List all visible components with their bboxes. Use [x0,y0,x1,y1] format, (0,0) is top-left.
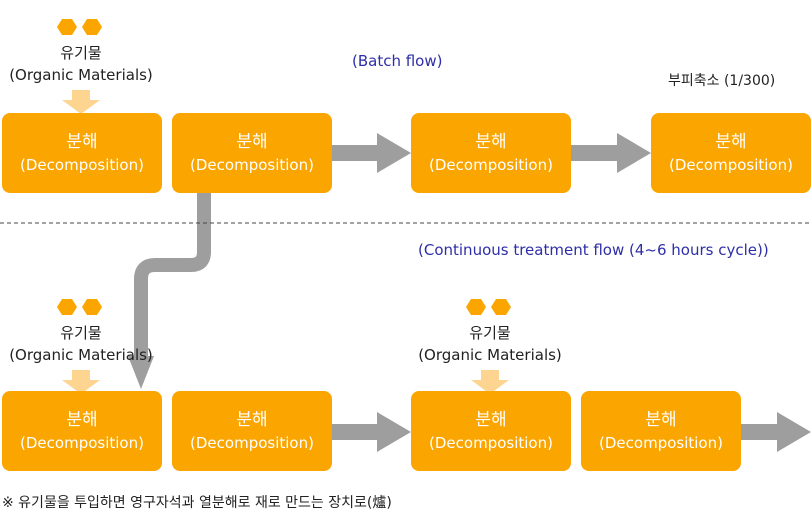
hexagon-pair-bottom-middle [466,299,511,315]
box-subtitle: (Decomposition) [429,156,553,174]
organic-material-label: 유기물 (Organic Materials) [410,322,570,366]
box-subtitle: (Decomposition) [429,434,553,452]
decomposition-box: 분해 (Decomposition) [172,113,332,193]
hexagon-icon [466,299,486,315]
box-title: 분해 [66,410,98,430]
input-arrow-icon [62,90,100,114]
box-title: 분해 [715,132,747,152]
box-subtitle: (Decomposition) [669,156,793,174]
material-title: 유기물 [60,44,102,62]
flow-arrow-right-icon [571,133,651,173]
box-title: 분해 [66,132,98,152]
decomposition-box: 분해 (Decomposition) [2,113,162,193]
material-title: 유기물 [60,324,102,342]
decomposition-box: 분해 (Decomposition) [411,113,571,193]
organic-material-label: 유기물 (Organic Materials) [1,322,161,366]
box-title: 분해 [475,132,507,152]
box-subtitle: (Decomposition) [190,156,314,174]
material-subtitle: (Organic Materials) [418,346,562,364]
decomposition-box: 분해 (Decomposition) [581,391,741,471]
decomposition-box: 분해 (Decomposition) [172,391,332,471]
decomposition-box: 분해 (Decomposition) [651,113,811,193]
hexagon-icon [491,299,511,315]
hexagon-pair-top-left [57,19,102,35]
box-title: 분해 [645,410,677,430]
decomposition-box: 분해 (Decomposition) [411,391,571,471]
continuous-flow-label: (Continuous treatment flow (4~6 hours cy… [418,241,769,259]
flow-arrow-right-icon [741,412,811,452]
hexagon-icon [57,19,77,35]
box-subtitle: (Decomposition) [20,434,144,452]
input-arrow-icon [471,370,509,394]
connector-arrowhead-icon [128,356,154,389]
material-subtitle: (Organic Materials) [9,346,153,364]
footnote: ※ 유기물을 투입하면 영구자석과 열분해로 재로 만드는 장치로(爐) [2,495,392,511]
box-title: 분해 [475,410,507,430]
batch-flow-label: (Batch flow) [352,52,443,70]
organic-material-label: 유기물 (Organic Materials) [1,42,161,86]
hexagon-icon [82,19,102,35]
input-arrow-icon [62,370,100,394]
hexagon-pair-bottom-left [57,299,102,315]
box-subtitle: (Decomposition) [599,434,723,452]
decomposition-box: 분해 (Decomposition) [2,391,162,471]
box-subtitle: (Decomposition) [20,156,144,174]
box-title: 분해 [236,410,268,430]
flow-arrow-right-icon [331,412,411,452]
volume-reduction-label: 부피축소 (1/300) [668,73,776,89]
material-subtitle: (Organic Materials) [9,66,153,84]
box-subtitle: (Decomposition) [190,434,314,452]
hexagon-icon [57,299,77,315]
box-title: 분해 [236,132,268,152]
hexagon-icon [82,299,102,315]
material-title: 유기물 [469,324,511,342]
connector-arrow-path [134,193,211,362]
flow-arrow-right-icon [331,133,411,173]
